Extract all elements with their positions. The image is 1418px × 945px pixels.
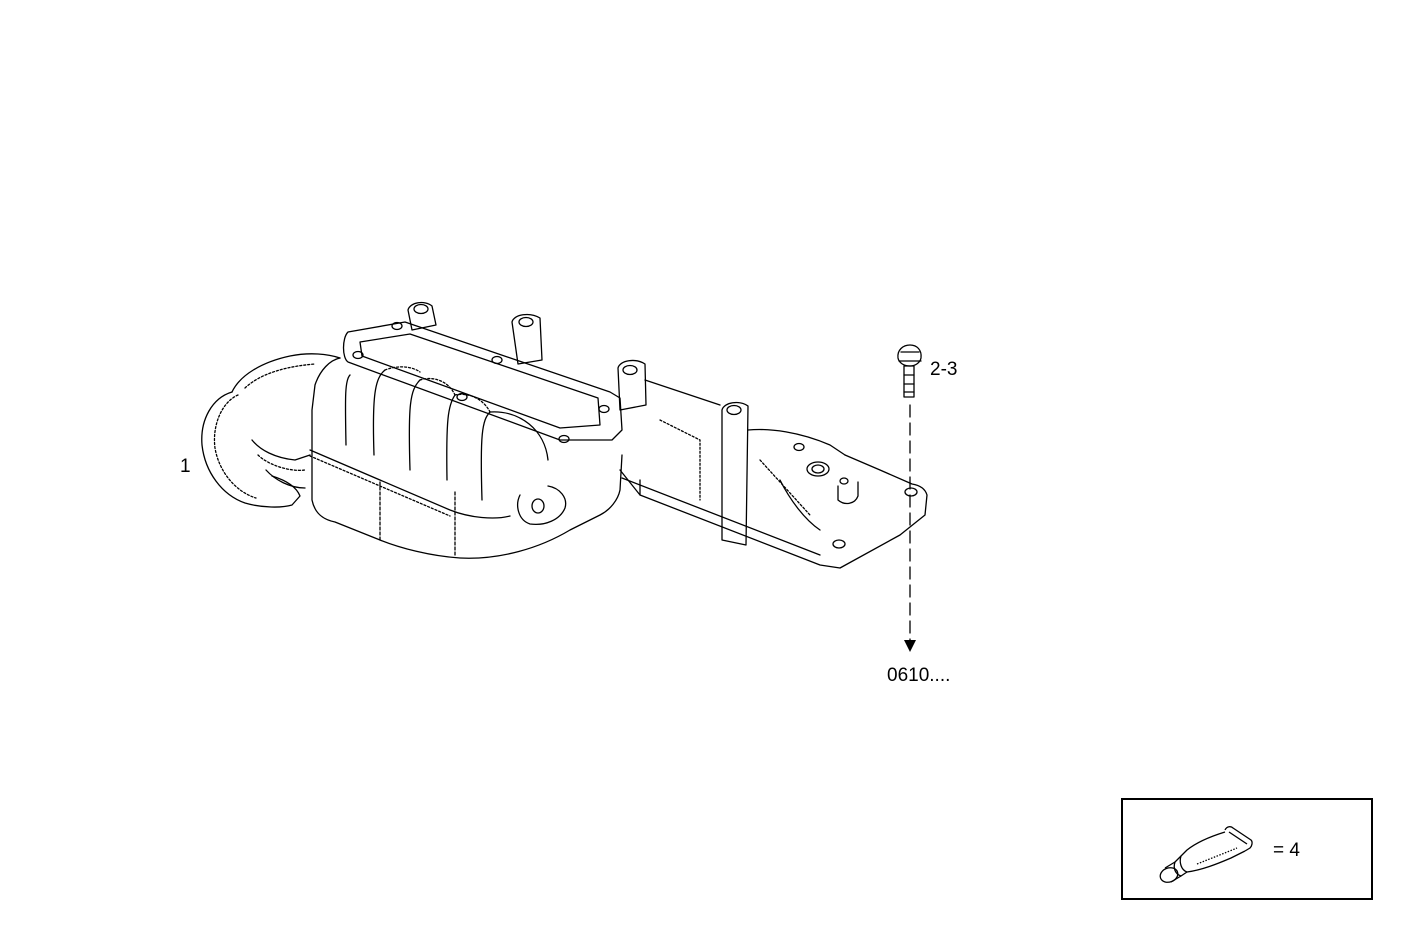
- callout-reference-0610[interactable]: 0610....: [887, 665, 951, 686]
- legend-label: = 4: [1273, 840, 1300, 861]
- legend-box: = 4: [1121, 798, 1373, 900]
- plenum-body: [309, 357, 623, 559]
- callout-part-2-3[interactable]: 2-3: [930, 359, 958, 380]
- bolt-part: [897, 344, 922, 398]
- runner-rail: [619, 379, 928, 569]
- mounting-flange: [342, 301, 647, 444]
- sealant-tube-icon: [1159, 826, 1253, 883]
- callout-part-1[interactable]: 1: [180, 456, 191, 477]
- arrow-down-icon: [904, 640, 916, 652]
- intake-elbow: [201, 353, 341, 508]
